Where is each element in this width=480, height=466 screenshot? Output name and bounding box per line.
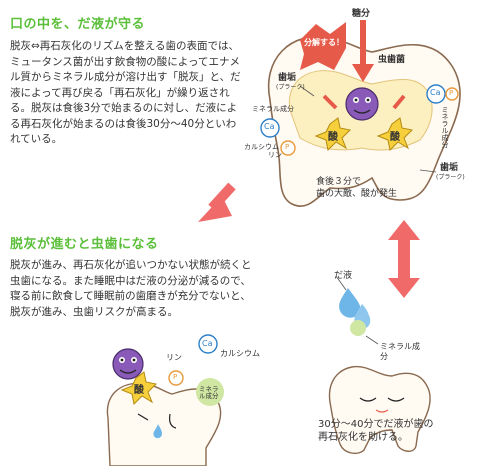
plaque-label-right: 歯垢 bbox=[440, 163, 459, 173]
acid-icon-right bbox=[376, 117, 414, 152]
acid-icon-bottom bbox=[120, 371, 158, 406]
mineral-label-bottom-left: ミネラル成分 bbox=[199, 385, 219, 400]
plaque-sub-right: (プラーク) bbox=[436, 174, 465, 181]
saliva-label: だ液 bbox=[334, 271, 353, 281]
calcium-label-bottom: カルシウム bbox=[220, 349, 260, 358]
tear-icon bbox=[153, 424, 162, 439]
bacteria-icon-bottom bbox=[112, 348, 144, 380]
acid-label-left: 酸 bbox=[328, 132, 338, 143]
ca-icon-top-left bbox=[260, 118, 280, 138]
p-icon-top-left bbox=[280, 140, 296, 156]
ca-symbol-top-right: Ca bbox=[430, 88, 441, 97]
ca-icon-top-right bbox=[426, 84, 446, 104]
plaque-label-top: 歯垢 bbox=[278, 73, 297, 83]
decompose-burst bbox=[300, 22, 346, 70]
ca-icon-bottom bbox=[198, 334, 218, 354]
p-symbol-top-left: P bbox=[285, 143, 290, 151]
ca-symbol-bottom: Ca bbox=[202, 339, 213, 348]
section1-heading: 口の中を、だ液が守る bbox=[10, 17, 146, 32]
double-arrow bbox=[388, 220, 420, 298]
acid-icon-left bbox=[314, 117, 352, 152]
top-caption: 食後３分で 歯の大敵、酸が発生 bbox=[316, 177, 398, 199]
section2-heading: 脱灰が進むと虫歯になる bbox=[10, 237, 159, 252]
decompose-label: 分解する！ bbox=[304, 38, 344, 47]
mineral-label-right: ミネラル成分 bbox=[441, 106, 449, 148]
acid-label-bottom: 酸 bbox=[134, 385, 144, 396]
section2-body: 脱灰が進み、再石灰化が追いつかない状態が続くと虫歯になる。また睡眠中はだ液の分泌… bbox=[10, 259, 252, 318]
ca-symbol-top-left: Ca bbox=[264, 122, 275, 131]
bacteria-label: 虫歯菌 bbox=[378, 55, 406, 65]
p-icon-top-right bbox=[445, 87, 459, 101]
plaque-sub-top: (プラーク) bbox=[276, 84, 305, 91]
tooth-bottom-left bbox=[106, 382, 222, 466]
tooth-bottom-right bbox=[328, 366, 431, 455]
mineral-blob-bottom-left bbox=[196, 378, 224, 406]
bacteria-icon bbox=[345, 87, 379, 121]
saliva-drop-icon bbox=[339, 288, 361, 318]
p-icon-bottom bbox=[168, 370, 184, 386]
mineral-label-left: ミネラル成分 bbox=[252, 105, 294, 113]
bottom-right-caption: 30分～40分でだ液が歯の 再石灰化を助ける。 bbox=[318, 419, 434, 443]
phosphorus-label-bottom: リン bbox=[166, 353, 182, 362]
sugar-label: 糖分 bbox=[352, 9, 371, 19]
acid-label-right: 酸 bbox=[390, 132, 400, 143]
mineral-blob-bottom-right bbox=[350, 320, 366, 336]
section1-body: 脱灰⇔再石灰化のリズムを整える歯の表面では、ミュータンス菌が出す飲食物の酸によっ… bbox=[10, 40, 241, 145]
mineral-label-bottom-right: ミネラル成分 bbox=[380, 342, 420, 361]
calcium-label-top: カルシウム bbox=[244, 143, 279, 151]
p-symbol-bottom: P bbox=[173, 373, 178, 381]
phosphorus-label-top: リン bbox=[268, 151, 282, 159]
p-symbol-top-right: P bbox=[449, 89, 454, 97]
